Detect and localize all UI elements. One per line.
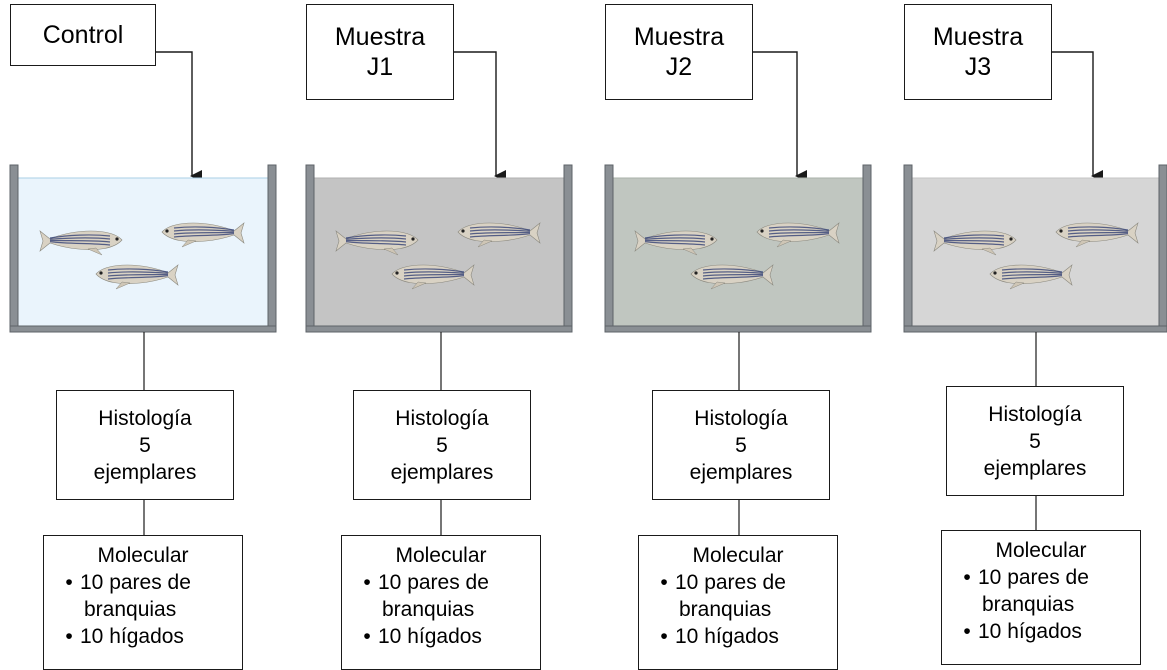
- molecular-title: Molecular: [395, 544, 487, 567]
- molecular-item-continuation: branquias: [84, 598, 177, 621]
- histology-count: 5: [139, 433, 151, 457]
- bullet-icon: •: [65, 571, 73, 594]
- column-muestra-j2: [604, 51, 872, 535]
- sample-label-line: J2: [665, 53, 693, 81]
- molecular-box: Molecular • 10 pares de branquias • 10 hígado…: [43, 535, 243, 670]
- sample-label-line: J1: [366, 53, 394, 81]
- molecular-box: Molecular • 10 pares de branquias • 10 hígado…: [341, 535, 541, 670]
- tank-water: [911, 177, 1160, 327]
- molecular-title: Molecular: [995, 539, 1087, 562]
- molecular-item-text: 10 hígados: [378, 625, 482, 648]
- column-muestra-j1: [305, 51, 573, 535]
- histology-unit: ejemplares: [390, 460, 494, 484]
- molecular-item: • 10 pares de: [942, 564, 1140, 591]
- flow-arrow: [753, 51, 807, 182]
- molecular-item-text: 10 hígados: [978, 620, 1082, 643]
- molecular-item-text: 10 pares de: [80, 571, 191, 594]
- molecular-item-text: 10 hígados: [675, 625, 779, 648]
- tank: [305, 164, 573, 333]
- fish-icon: [161, 222, 245, 248]
- molecular-item: • 10 pares de: [639, 569, 837, 596]
- molecular-item: • 10 hígados: [342, 623, 540, 650]
- fish-icon: [391, 264, 475, 290]
- histology-title: Histología: [694, 406, 788, 430]
- histology-unit: ejemplares: [689, 460, 793, 484]
- molecular-item-text: 10 pares de: [978, 566, 1089, 589]
- tank: [903, 164, 1167, 333]
- molecular-box: Molecular • 10 pares de branquias • 10 hígado…: [638, 535, 838, 670]
- histology-unit: ejemplares: [983, 456, 1087, 480]
- molecular-item-text: 10 hígados: [80, 625, 184, 648]
- fish-icon: [933, 230, 1017, 256]
- bullet-icon: •: [363, 571, 371, 594]
- tank: [9, 164, 277, 333]
- molecular-item-continuation: branquias: [982, 593, 1075, 616]
- molecular-item-continuation: branquias: [382, 598, 475, 621]
- histology-box: Histología 5 ejemplares: [652, 390, 830, 500]
- tank-water: [17, 177, 269, 327]
- histology-box: Histología 5 ejemplares: [56, 390, 234, 500]
- histology-box: Histología 5 ejemplares: [353, 390, 531, 500]
- molecular-item: • 10 hígados: [639, 623, 837, 650]
- molecular-title: Molecular: [692, 544, 784, 567]
- molecular-item-text: 10 pares de: [675, 571, 786, 594]
- sample-label-line: Control: [42, 21, 124, 49]
- fish-icon: [756, 222, 840, 248]
- molecular-box: Molecular • 10 pares de branquias • 10 hígado…: [941, 530, 1141, 665]
- tank-water: [313, 177, 565, 327]
- sample-label-line: Muestra: [334, 23, 426, 51]
- molecular-item-text: 10 pares de: [378, 571, 489, 594]
- sample-label-line: Muestra: [932, 23, 1024, 51]
- molecular-item: • 10 hígados: [942, 618, 1140, 645]
- histology-count: 5: [436, 433, 448, 457]
- column-muestra-j3: [903, 51, 1167, 530]
- histology-title: Histología: [395, 406, 489, 430]
- flow-arrow: [1052, 51, 1103, 182]
- molecular-title: Molecular: [97, 544, 189, 567]
- bullet-icon: •: [963, 566, 971, 589]
- bullet-icon: •: [363, 625, 371, 648]
- histology-title: Histología: [988, 402, 1082, 426]
- sample-label-line: Muestra: [633, 23, 725, 51]
- molecular-item: • 10 hígados: [44, 623, 242, 650]
- sample-label: Control: [10, 4, 156, 66]
- fish-icon: [690, 264, 774, 290]
- flow-arrow: [156, 51, 202, 182]
- histology-count: 5: [1029, 429, 1041, 453]
- histology-box: Histología 5 ejemplares: [946, 386, 1124, 496]
- sample-label-line: J3: [964, 53, 992, 81]
- fish-icon: [95, 264, 179, 290]
- column-control: [9, 51, 277, 535]
- tank-water: [612, 177, 864, 327]
- histology-unit: ejemplares: [93, 460, 197, 484]
- molecular-item: • 10 pares de: [342, 569, 540, 596]
- molecular-item-continuation: branquias: [679, 598, 772, 621]
- bullet-icon: •: [963, 620, 971, 643]
- fish-icon: [634, 230, 718, 256]
- flow-arrow: [454, 51, 506, 182]
- bullet-icon: •: [660, 625, 668, 648]
- fish-icon: [989, 264, 1073, 290]
- histology-title: Histología: [98, 406, 192, 430]
- tank: [604, 164, 872, 333]
- histology-count: 5: [735, 433, 747, 457]
- fish-icon: [335, 230, 419, 256]
- fish-icon: [457, 222, 541, 248]
- fish-icon: [39, 230, 123, 256]
- bullet-icon: •: [65, 625, 73, 648]
- fish-icon: [1055, 222, 1139, 248]
- molecular-item: • 10 pares de: [44, 569, 242, 596]
- bullet-icon: •: [660, 571, 668, 594]
